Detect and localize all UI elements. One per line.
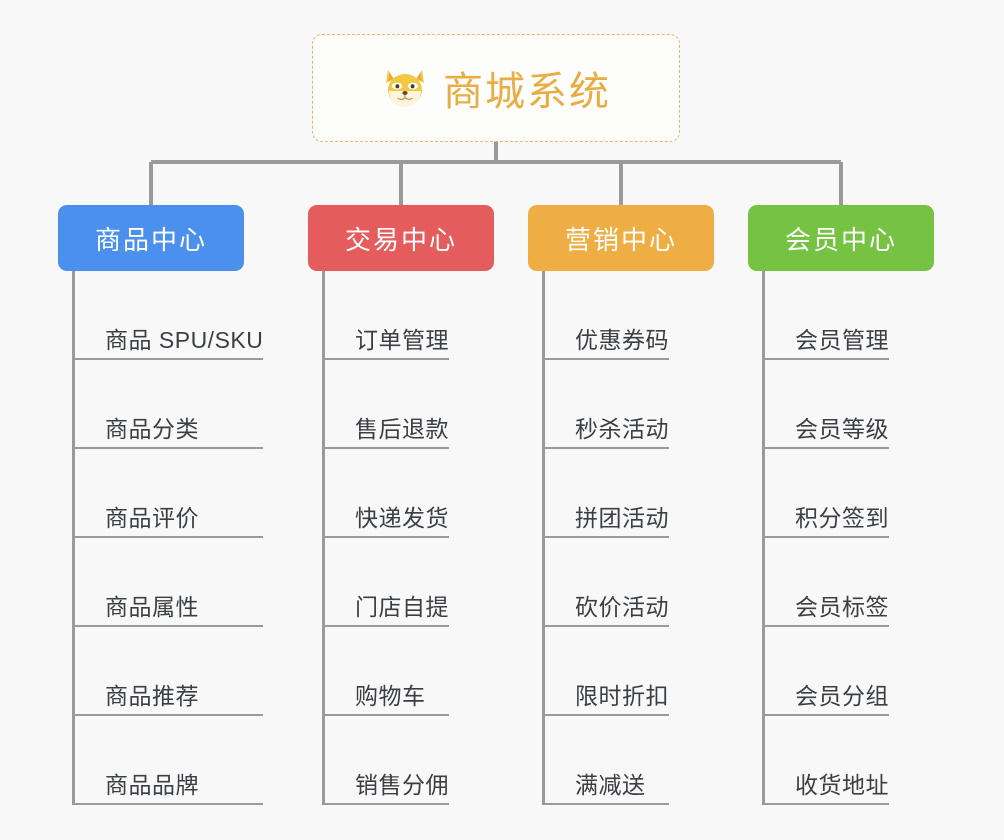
- branch-member-center[interactable]: 会员中心: [748, 205, 934, 271]
- leaf-label: 收货地址: [795, 772, 889, 798]
- leaf-label: 商品属性: [105, 594, 199, 620]
- leaf-item[interactable]: 商品品牌: [75, 716, 264, 805]
- branch-header-marketing-center[interactable]: 营销中心: [528, 205, 714, 271]
- branch-label: 会员中心: [784, 224, 897, 255]
- leaf-item[interactable]: 砍价活动: [545, 538, 669, 627]
- leaf-label: 积分签到: [795, 505, 889, 531]
- leaf-label: 会员管理: [795, 327, 889, 353]
- leaf-label: 秒杀活动: [575, 416, 669, 442]
- root-node-mall-system[interactable]: 商城系统: [312, 34, 680, 142]
- leaf-label: 满减送: [575, 772, 646, 798]
- leaf-label: 售后退款: [355, 416, 449, 442]
- leaf-list-product-center: 商品 SPU/SKU 商品分类 商品评价 商品属性 商品推荐 商品品牌: [72, 271, 264, 805]
- leaf-item[interactable]: 商品属性: [75, 538, 264, 627]
- branch-header-product-center[interactable]: 商品中心: [58, 205, 244, 271]
- leaf-label: 订单管理: [355, 327, 449, 353]
- leaf-label: 销售分佣: [355, 772, 449, 798]
- leaf-list-marketing-center: 优惠券码 秒杀活动 拼团活动 砍价活动 限时折扣 满减送: [542, 271, 669, 805]
- leaf-item[interactable]: 售后退款: [325, 360, 449, 449]
- leaf-label: 商品评价: [105, 505, 199, 531]
- leaf-item[interactable]: 会员分组: [765, 627, 889, 716]
- leaf-item[interactable]: 订单管理: [325, 271, 449, 360]
- branch-label: 交易中心: [344, 224, 457, 255]
- leaf-item[interactable]: 积分签到: [765, 449, 889, 538]
- leaf-item[interactable]: 会员标签: [765, 538, 889, 627]
- branch-header-member-center[interactable]: 会员中心: [748, 205, 934, 271]
- branch-label: 营销中心: [564, 224, 677, 255]
- leaf-label: 优惠券码: [575, 327, 669, 353]
- leaf-item[interactable]: 快递发货: [325, 449, 449, 538]
- leaf-item[interactable]: 收货地址: [765, 716, 889, 805]
- leaf-item[interactable]: 优惠券码: [545, 271, 669, 360]
- leaf-label: 商品 SPU/SKU: [105, 327, 264, 353]
- leaf-list-trade-center: 订单管理 售后退款 快递发货 门店自提 购物车 销售分佣: [322, 271, 449, 805]
- leaf-item[interactable]: 商品 SPU/SKU: [75, 271, 264, 360]
- leaf-item[interactable]: 拼团活动: [545, 449, 669, 538]
- leaf-item[interactable]: 商品推荐: [75, 627, 264, 716]
- leaf-label: 会员等级: [795, 416, 889, 442]
- leaf-item[interactable]: 购物车: [325, 627, 449, 716]
- leaf-label: 砍价活动: [575, 594, 669, 620]
- leaf-label: 会员分组: [795, 683, 889, 709]
- leaf-item[interactable]: 门店自提: [325, 538, 449, 627]
- leaf-label: 拼团活动: [575, 505, 669, 531]
- leaf-list-member-center: 会员管理 会员等级 积分签到 会员标签 会员分组 收货地址: [762, 271, 889, 805]
- leaf-item[interactable]: 满减送: [545, 716, 669, 805]
- leaf-label: 商品推荐: [105, 683, 199, 709]
- branch-label: 商品中心: [94, 224, 207, 255]
- shiba-dog-face-icon: [381, 64, 429, 112]
- leaf-item[interactable]: 限时折扣: [545, 627, 669, 716]
- leaf-item[interactable]: 销售分佣: [325, 716, 449, 805]
- leaf-label: 限时折扣: [575, 683, 669, 709]
- branch-marketing-center[interactable]: 营销中心: [528, 205, 714, 271]
- branch-header-trade-center[interactable]: 交易中心: [308, 205, 494, 271]
- root-title: 商城系统: [443, 70, 611, 114]
- leaf-label: 快递发货: [355, 505, 449, 531]
- leaf-item[interactable]: 商品分类: [75, 360, 264, 449]
- leaf-label: 购物车: [355, 683, 426, 709]
- leaf-label: 门店自提: [355, 594, 449, 620]
- branch-product-center[interactable]: 商品中心: [58, 205, 244, 271]
- leaf-label: 商品分类: [105, 416, 199, 442]
- leaf-label: 会员标签: [795, 594, 889, 620]
- leaf-item[interactable]: 会员管理: [765, 271, 889, 360]
- leaf-label: 商品品牌: [105, 772, 199, 798]
- branch-trade-center[interactable]: 交易中心: [308, 205, 494, 271]
- leaf-item[interactable]: 秒杀活动: [545, 360, 669, 449]
- leaf-item[interactable]: 商品评价: [75, 449, 264, 538]
- leaf-item[interactable]: 会员等级: [765, 360, 889, 449]
